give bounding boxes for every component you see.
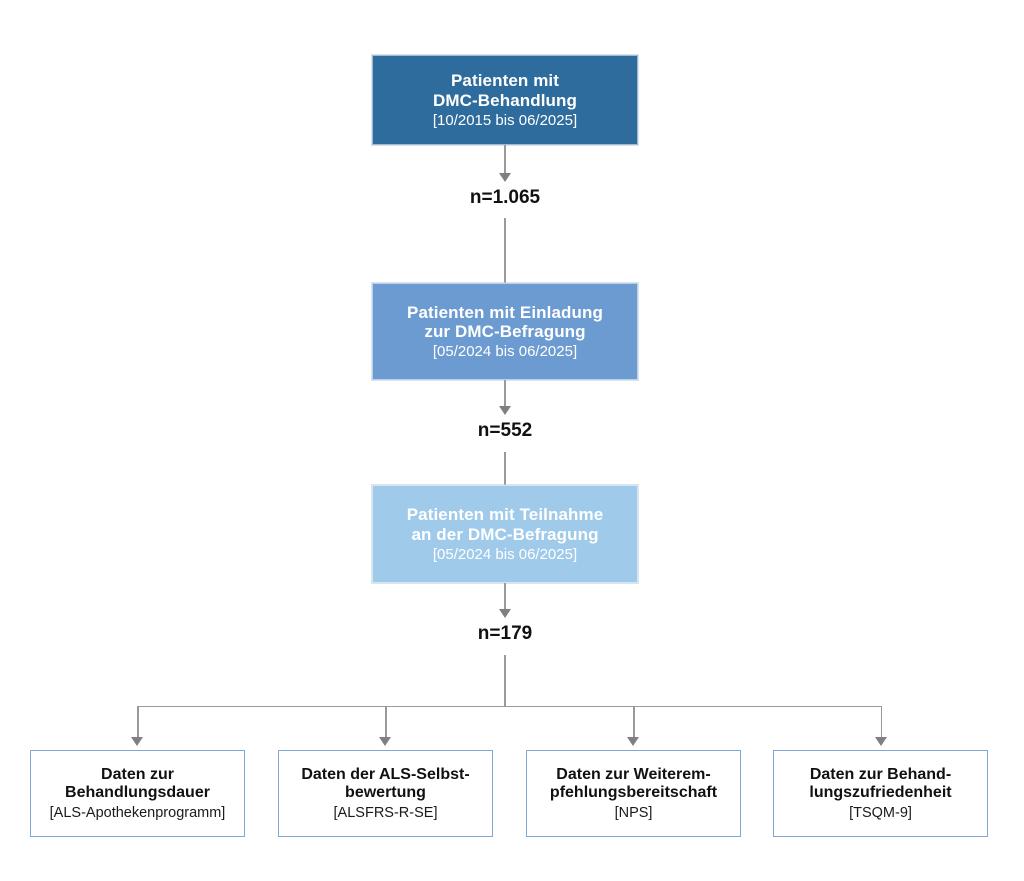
count-label-after-stage-3: n=179 (477, 623, 533, 644)
stage-subtitle: [05/2024 bis 06/2025] (432, 343, 578, 361)
outcome-box-als-self-assessment: Daten der ALS-Selbst- bewertung [ALSFRS-… (278, 750, 493, 837)
connector-count3-to-split (504, 655, 506, 706)
connector-drop-outcome-4 (880, 705, 883, 739)
connector-count1-to-stage2 (504, 218, 506, 283)
arrowhead-count2 (498, 406, 511, 415)
stage-title: Patienten mit Einladung zur DMC-Befragun… (407, 302, 603, 342)
connector-drop-outcome-2 (385, 705, 387, 739)
arrowhead-count3 (498, 609, 511, 618)
outcome-box-treatment-satisfaction: Daten zur Behand- lungszufriedenheit [TS… (773, 750, 988, 837)
outcome-subtitle: [TSQM-9] (849, 804, 912, 821)
arrowhead-outcome-1 (131, 737, 144, 746)
stage-box-survey-participation: Patienten mit Teilnahme an der DMC-Befra… (372, 485, 638, 583)
outcome-subtitle: [ALSFRS-R-SE] (333, 804, 438, 821)
stage-title: Patienten mit Teilnahme an der DMC-Befra… (406, 505, 604, 544)
outcome-title: Daten zur Behand- lungszufriedenheit (809, 765, 952, 802)
arrowhead-count1 (498, 173, 511, 182)
stage-title: Patienten mit DMC-Behandlung (433, 71, 577, 110)
stage-subtitle: [05/2024 bis 06/2025] (432, 545, 578, 563)
stage-box-survey-invitation: Patienten mit Einladung zur DMC-Befragun… (372, 283, 638, 380)
connector-count2-to-stage3 (504, 452, 506, 485)
connector-stage3-to-count3 (504, 583, 506, 611)
outcome-title: Daten zur Weiterem- pfehlungsbereitschaf… (549, 765, 718, 802)
outcome-box-recommendation-willingness: Daten zur Weiterem- pfehlungsbereitschaf… (526, 750, 741, 837)
connector-drop-outcome-3 (633, 705, 635, 739)
arrowhead-outcome-4 (874, 737, 887, 746)
connector-split-bus (137, 705, 882, 708)
arrowhead-outcome-2 (379, 737, 392, 746)
outcome-subtitle: [ALS-Apothekenprogramm] (49, 804, 226, 821)
stage-box-dmc-treatment: Patienten mit DMC-Behandlung [10/2015 bi… (372, 55, 638, 145)
outcome-subtitle: [NPS] (614, 804, 653, 821)
connector-stage2-to-count2 (504, 380, 506, 408)
outcome-title: Daten zur Behandlungsdauer (65, 765, 210, 802)
connector-drop-outcome-1 (137, 705, 139, 739)
count-label-after-stage-1: n=1.065 (469, 187, 541, 208)
count-label-after-stage-2: n=552 (477, 420, 533, 441)
stage-subtitle: [10/2015 bis 06/2025] (432, 111, 578, 129)
arrowhead-outcome-3 (627, 737, 640, 746)
outcome-title: Daten der ALS-Selbst- bewertung (301, 765, 470, 802)
connector-stage1-to-count1 (504, 145, 506, 175)
outcome-box-treatment-duration: Daten zur Behandlungsdauer [ALS-Apotheke… (30, 750, 245, 837)
